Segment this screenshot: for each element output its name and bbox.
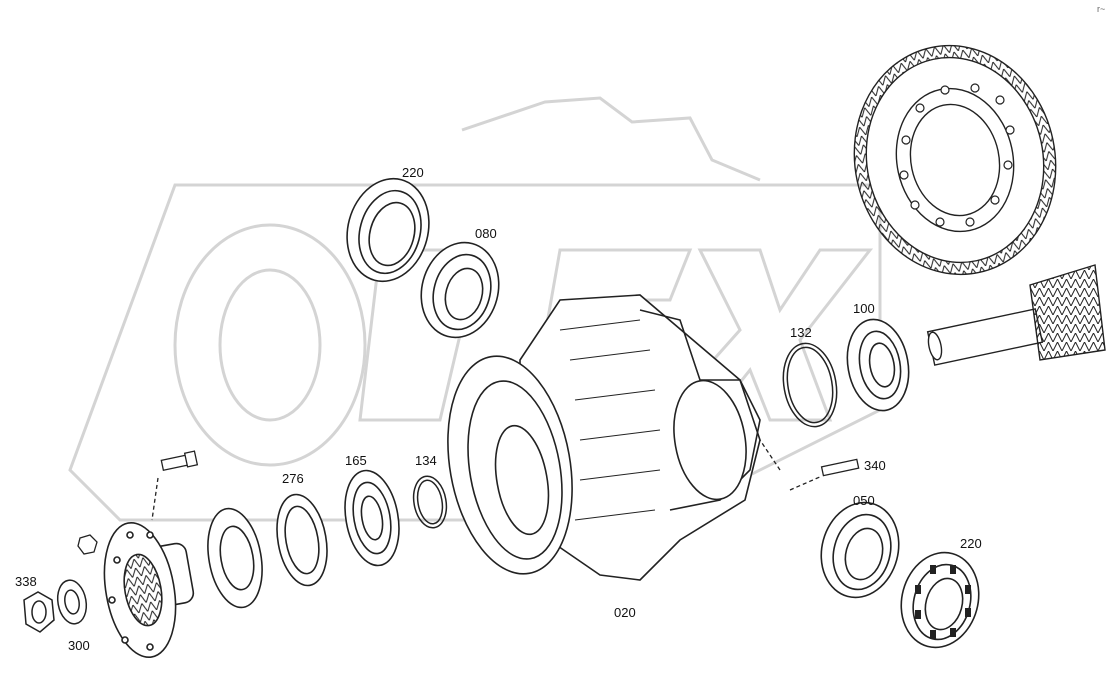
label-132: 132 [790, 325, 812, 340]
snap-ring-132 [782, 342, 838, 428]
shaft-seal-276 [276, 493, 328, 587]
label-080: 080 [475, 226, 497, 241]
ring-gear [853, 44, 1057, 276]
bearing-050 [820, 501, 900, 599]
label-020: 020 [614, 605, 636, 620]
pinion-shaft [926, 264, 1106, 366]
label-165: 165 [345, 453, 367, 468]
label-220-top: 220 [402, 165, 424, 180]
bearing-seal-220-top [346, 177, 430, 283]
bearing-100 [846, 318, 910, 412]
label-050: 050 [853, 493, 875, 508]
drive-flange [103, 521, 195, 659]
lock-nut-338 [23, 591, 55, 633]
label-134: 134 [415, 453, 437, 468]
seal-ring [207, 507, 263, 609]
label-100: 100 [853, 301, 875, 316]
ring-gear-bolt-holes [899, 83, 1015, 227]
washer-300 [56, 579, 88, 625]
bearing-080 [420, 241, 500, 339]
retaining-ring-134 [412, 475, 448, 529]
label-220-bottom: 220 [960, 536, 982, 551]
label-300: 300 [68, 638, 90, 653]
dowel-pin-340 [759, 439, 860, 491]
label-276: 276 [282, 471, 304, 486]
label-340: 340 [864, 458, 886, 473]
differential-housing [447, 294, 761, 581]
bearing-165 [344, 469, 400, 567]
bearing-cage-220-bottom [900, 551, 980, 649]
flange-bolt [151, 450, 199, 521]
corner-mark: r~ [1097, 4, 1106, 14]
label-338: 338 [15, 574, 37, 589]
flange-nut [77, 534, 98, 555]
